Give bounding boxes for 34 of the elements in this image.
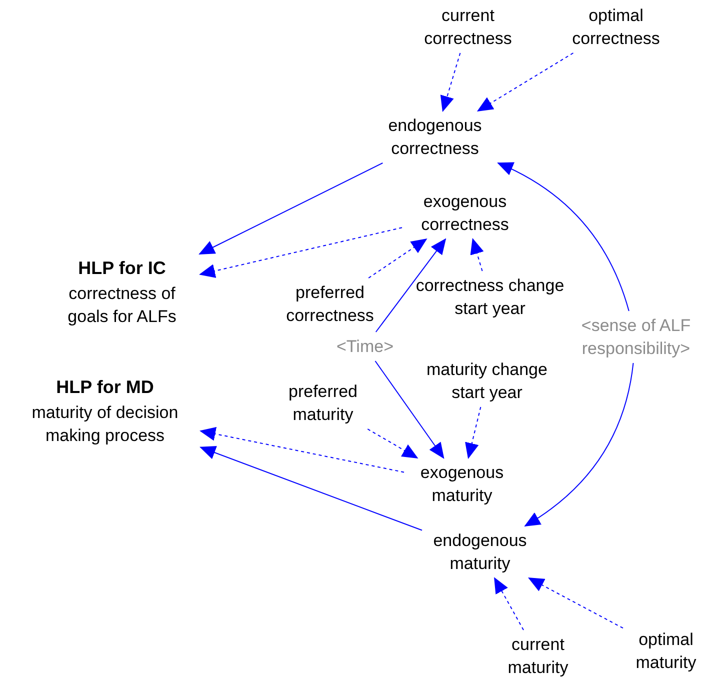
arrow [367, 428, 418, 458]
arrow [494, 577, 524, 630]
variable-label: optimal maturity [634, 629, 698, 674]
arrow [497, 162, 630, 312]
variable-label: maturity of decision making process [30, 402, 180, 447]
heading-label: HLP for IC [77, 257, 167, 280]
arrow [440, 52, 461, 112]
arrow [375, 238, 446, 332]
arrow [374, 360, 444, 459]
arrow [198, 162, 384, 254]
heading-label: HLP for MD [55, 376, 155, 399]
arrow [200, 446, 422, 531]
variable-label: current correctness [423, 5, 513, 50]
variable-label: exogenous maturity [419, 462, 505, 507]
variable-label: preferred correctness [285, 282, 375, 327]
variable-label: correctness change start year [415, 275, 565, 320]
variable-label: exogenous correctness [420, 191, 510, 236]
variable-label: optimal correctness [571, 5, 661, 50]
arrow [465, 406, 482, 459]
arrow [199, 227, 402, 278]
arrow [524, 362, 634, 527]
variable-label: maturity change start year [426, 359, 548, 404]
arrow [200, 427, 404, 473]
variable-label: <Time> [336, 336, 394, 358]
variable-label: <sense of ALF responsibility> [580, 315, 692, 360]
arrow [528, 578, 624, 629]
variable-label: endogenous correctness [387, 115, 483, 160]
arrow [476, 52, 574, 112]
variable-label: endogenous maturity [432, 530, 528, 575]
arrow [470, 238, 484, 272]
variable-label: correctness of goals for ALFs [66, 283, 178, 328]
variable-label: current maturity [506, 634, 570, 679]
arrow [368, 238, 428, 278]
variable-label: preferred maturity [288, 381, 358, 426]
